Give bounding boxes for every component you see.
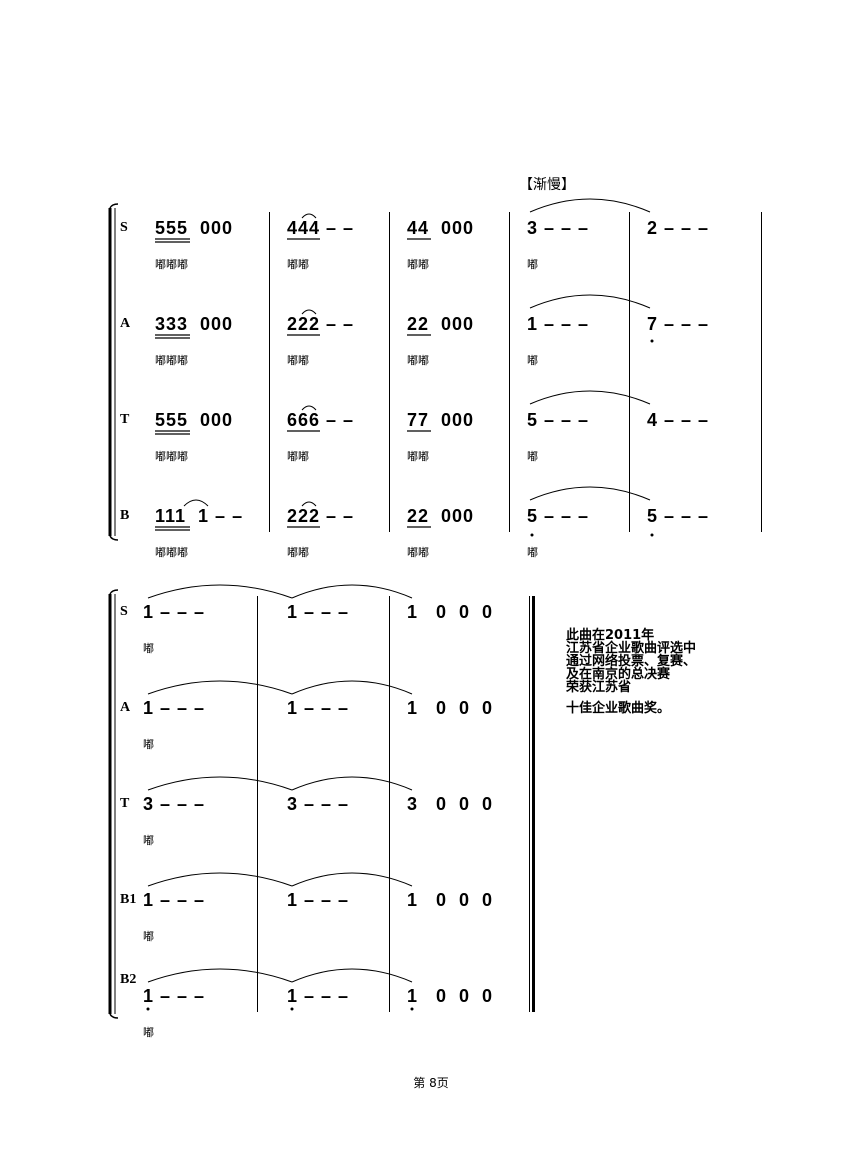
bar-line [257,596,258,1012]
voice-label-t: T [120,796,130,811]
voice-label-s: S [120,220,128,235]
lyric: 嘟嘟 [407,450,429,463]
lyric: 嘟 [143,834,154,847]
bar-line [269,212,270,532]
note-line: 此曲在2011年 [566,628,655,643]
lyric: 嘟嘟 [287,354,309,367]
lyric: 嘟嘟嘟 [155,258,188,271]
bar-line [629,212,630,532]
lyric: 嘟 [527,354,538,367]
bar-line [509,212,510,532]
measure: 1 – – – [287,986,350,1006]
note-line: 通过网络投票、复赛、 [566,654,697,669]
measure: 666 – – [287,410,355,430]
award-note: 此曲在2011年 江苏省企业歌曲评选中 通过网络投票、复赛、 及在南京的总决赛 … [566,629,766,715]
page-number: 第 8页 [413,1076,449,1090]
measure: 4 – – – [647,410,710,430]
final-bar-thick [532,596,535,1012]
final-bar-thin [529,596,530,1012]
measure: 222 – – [287,506,355,526]
measure: 7 – – – [647,314,710,334]
lyric: 嘟嘟 [407,546,429,559]
tempo-marking: 【渐慢】 [519,177,575,193]
note-line: 江苏省企业歌曲评选中 [566,641,697,656]
voice-label-b: B [120,508,130,523]
measure: 111 1 – – [155,506,244,526]
measure: 3 0 0 0 [407,794,494,814]
lyric: 嘟 [527,258,538,271]
voice-label-t: T [120,412,130,427]
lyric: 嘟 [143,1026,154,1039]
note-line: 及在南京的总决赛 [566,667,671,682]
measure: 1 – – – [143,698,206,718]
measure: 555 000 [155,218,234,238]
measure: 1 – – – [143,890,206,910]
measure: 22 000 [407,506,475,526]
measure: 1 – – – [287,698,350,718]
measure: 3 – – – [287,794,350,814]
note-line: 十佳企业歌曲奖。 [566,701,671,716]
measure: 1 – – – [143,602,206,622]
measure: 1 0 0 0 [407,698,494,718]
voice-label-b2: B2 [120,972,137,987]
lyric: 嘟 [527,546,538,559]
lyric: 嘟嘟嘟 [155,354,188,367]
lyric: 嘟 [527,450,538,463]
measure: 1 – – – [287,890,350,910]
lyric: 嘟嘟 [287,450,309,463]
measure: 2 – – – [647,218,710,238]
measure: 1 0 0 0 [407,890,494,910]
lyric: 嘟 [143,738,154,751]
lyric: 嘟嘟嘟 [155,546,188,559]
lyric: 嘟嘟 [287,546,309,559]
measure: 1 – – – [143,986,206,1006]
lyric: 嘟 [143,642,154,655]
voice-label-b1: B1 [120,892,137,907]
slurs [147,584,413,983]
measure: 222 – – [287,314,355,334]
note-line: 荣获江苏省 [566,680,632,695]
voice-label-s: S [120,604,128,619]
measure: 44 000 [407,218,475,238]
measure: 3 – – – [527,218,590,238]
measure: 333 000 [155,314,234,334]
lyric: 嘟嘟嘟 [155,450,188,463]
lyric: 嘟嘟 [407,258,429,271]
bar-line [761,212,762,532]
measure: 77 000 [407,410,475,430]
system-bracket [108,589,119,1019]
measure: 1 0 0 0 [407,986,494,1006]
measure: 1 – – – [287,602,350,622]
voice-label-a: A [120,316,131,331]
voice-label-a: A [120,700,131,715]
bar-line [389,212,390,532]
bar-line [389,596,390,1012]
lyric: 嘟嘟 [287,258,309,271]
system-bracket [108,203,119,541]
measure: 5 – – – [527,506,590,526]
octave-dots [146,1007,414,1011]
measure: 555 000 [155,410,234,430]
measure: 5 – – – [647,506,710,526]
measure: 1 – – – [527,314,590,334]
measure: 444 – – [287,218,355,238]
measure: 22 000 [407,314,475,334]
lyric: 嘟嘟 [407,354,429,367]
measure: 1 0 0 0 [407,602,494,622]
lyric: 嘟 [143,930,154,943]
measure: 5 – – – [527,410,590,430]
measure: 3 – – – [143,794,206,814]
